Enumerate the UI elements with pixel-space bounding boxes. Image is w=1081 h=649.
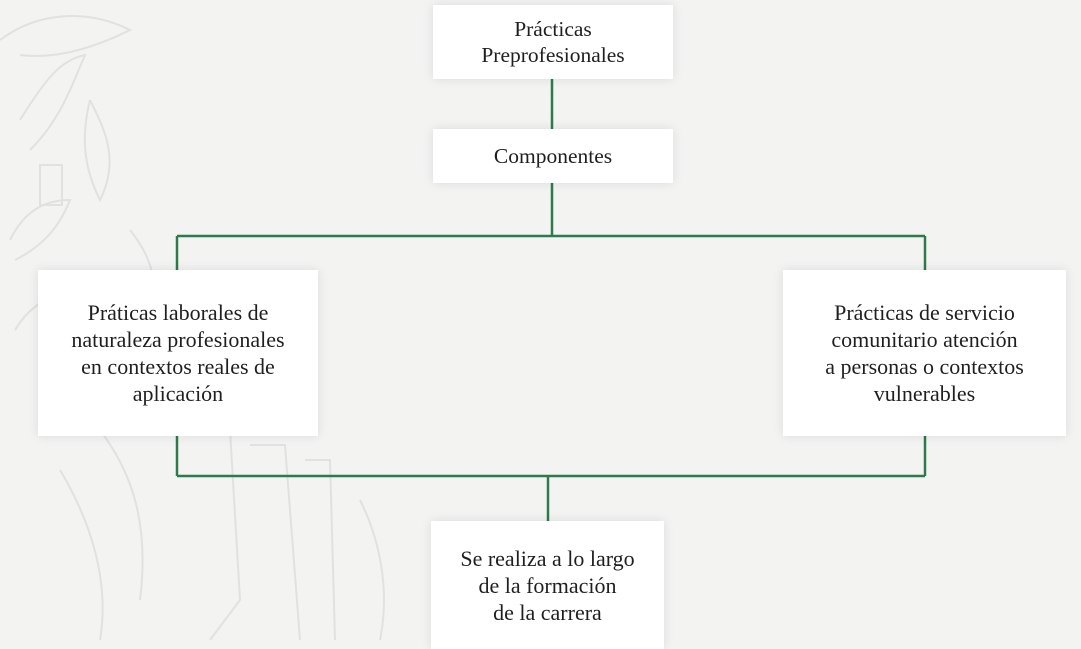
node-componentes-label: Componentes [493,144,613,168]
node-practicas-preprofesionales: Prácticas Preprofesionales [433,5,673,79]
node-formacion-carrera: Se realiza a lo largo de la formación de… [431,521,664,649]
node-formacion-carrera-label: Se realiza a lo largo de la formación de… [460,545,635,625]
node-practicas-laborales-label: Práticas laborales de naturaleza profesi… [71,300,285,406]
node-practicas-preprofesionales-label: Prácticas Preprofesionales [481,17,625,67]
node-componentes: Componentes [433,129,673,183]
node-practicas-servicio-comunitario-label: Prácticas de servicio comunitario atenci… [825,300,1024,406]
node-practicas-servicio-comunitario: Prácticas de servicio comunitario atenci… [783,270,1066,436]
node-practicas-laborales: Práticas laborales de naturaleza profesi… [38,270,318,436]
